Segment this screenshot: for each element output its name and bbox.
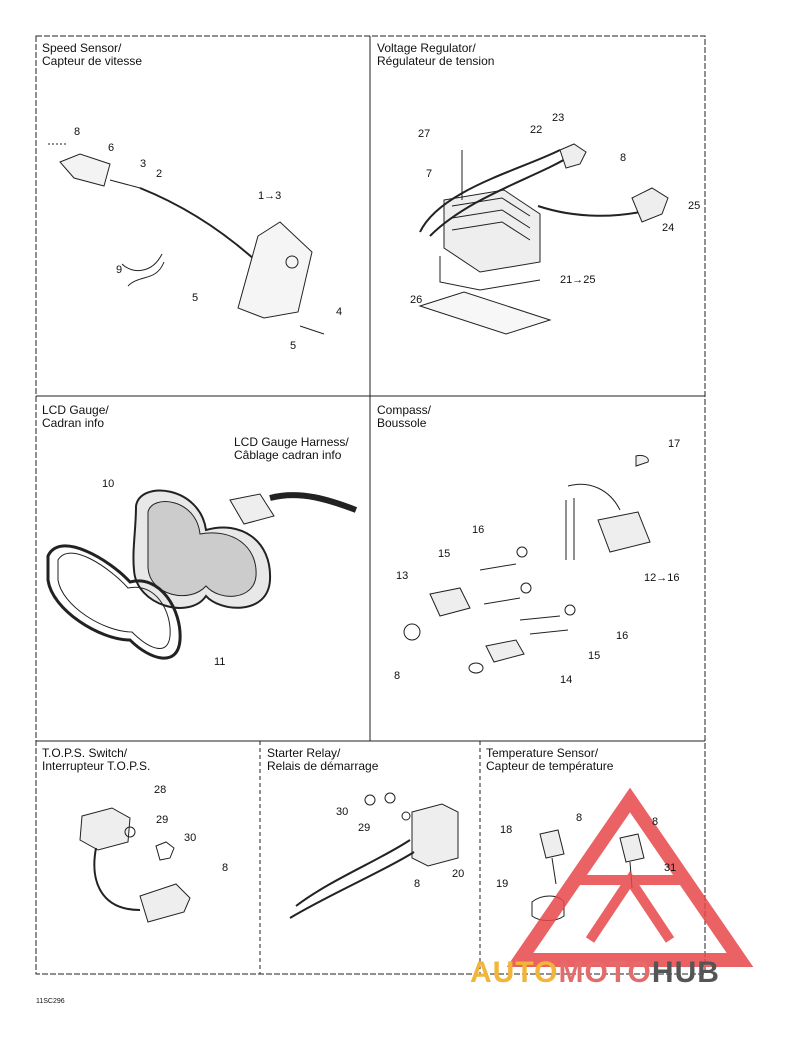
callout-30a: 30 (184, 832, 197, 844)
callout-21-25: 21→25 (560, 274, 596, 286)
watermark-part-hub: HUB (651, 956, 720, 989)
callout-6: 6 (108, 142, 115, 154)
callout-23: 23 (552, 112, 565, 124)
callout-16a: 16 (472, 524, 485, 536)
panel-title-voltage-regulator: Voltage Regulator/ Régulateur de tension (377, 42, 494, 68)
callout-8d: 8 (222, 862, 229, 874)
watermark-part-moto: MOTO (558, 956, 652, 989)
callout-22: 22 (530, 124, 543, 136)
watermark-text: AUTOMOTOHUB (470, 958, 720, 988)
callout-12-16: 12→16 (644, 572, 680, 584)
callout-16b: 16 (616, 630, 629, 642)
callout-8b: 8 (620, 152, 627, 164)
callout-8: 8 (74, 126, 81, 138)
callout-29a: 29 (156, 814, 169, 826)
callout-17: 17 (668, 438, 681, 450)
title-fr: Interrupteur T.O.P.S. (42, 759, 151, 773)
panel-title-lcd-gauge: LCD Gauge/ Cadran info (42, 404, 109, 430)
harness-label-fr: Câblage cadran info (234, 448, 342, 462)
callout-15b: 15 (588, 650, 601, 662)
callout-5b: 5 (290, 340, 297, 352)
callout-13: 13 (396, 570, 409, 582)
harness-label: LCD Gauge Harness/ Câblage cadran info (234, 436, 349, 462)
title-en: T.O.P.S. Switch/ (42, 746, 128, 760)
callout-9: 9 (116, 264, 123, 276)
callout-30b: 30 (336, 806, 349, 818)
title-en: LCD Gauge/ (42, 403, 109, 417)
callout-14: 14 (560, 674, 573, 686)
diagram-frame (35, 35, 706, 975)
callout-8f: 8 (576, 812, 583, 824)
callout-8g: 8 (652, 816, 659, 828)
panel-title-tops-switch: T.O.P.S. Switch/ Interrupteur T.O.P.S. (42, 747, 150, 773)
temperature-sensor-drawing (531, 829, 645, 921)
panel-title-temperature-sensor: Temperature Sensor/ Capteur de températu… (486, 747, 613, 773)
tops-switch-drawing (79, 807, 191, 923)
voltage-regulator-drawing (418, 143, 669, 335)
callout-8e: 8 (414, 878, 421, 890)
title-en: Voltage Regulator/ (377, 41, 476, 55)
panel-title-compass: Compass/ Boussole (377, 404, 431, 430)
title-en: Speed Sensor/ (42, 41, 122, 55)
panel-title-speed-sensor: Speed Sensor/ Capteur de vitesse (42, 42, 142, 68)
callout-3: 3 (140, 158, 147, 170)
callout-2: 2 (156, 168, 163, 180)
callout-29b: 29 (358, 822, 371, 834)
callout-4: 4 (336, 306, 343, 318)
callout-24: 24 (662, 222, 675, 234)
callout-11: 11 (214, 656, 226, 668)
title-fr: Boussole (377, 416, 427, 430)
callout-5: 5 (192, 292, 199, 304)
callout-10: 10 (102, 478, 115, 490)
title-en: Starter Relay/ (267, 746, 341, 760)
title-en: Temperature Sensor/ (486, 746, 599, 760)
callout-31: 31 (664, 862, 677, 874)
title-en: Compass/ (377, 403, 432, 417)
callout-27: 27 (418, 128, 431, 140)
title-fr: Cadran info (42, 416, 105, 430)
speed-sensor-drawing (48, 143, 325, 335)
callout-26: 26 (410, 294, 423, 306)
callout-20: 20 (452, 868, 465, 880)
lcd-gauge-drawing (46, 489, 358, 660)
title-fr: Relais de démarrage (267, 759, 379, 773)
callout-18: 18 (500, 824, 513, 836)
callout-19: 19 (496, 878, 509, 890)
harness-label-en: LCD Gauge Harness/ (234, 435, 349, 449)
title-fr: Régulateur de tension (377, 54, 495, 68)
watermark-part-auto: AUTO (470, 956, 559, 989)
callout-15a: 15 (438, 548, 451, 560)
title-fr: Capteur de vitesse (42, 54, 143, 68)
starter-relay-drawing (289, 792, 459, 919)
title-fr: Capteur de température (486, 759, 614, 773)
compass-drawing (403, 455, 651, 674)
callout-7: 7 (426, 168, 433, 180)
figure-code: 11SC296 (36, 998, 65, 1005)
callout-8c: 8 (394, 670, 401, 682)
callout-28: 28 (154, 784, 167, 796)
watermark-logo (506, 787, 754, 967)
callout-1-3: 1→3 (258, 190, 282, 202)
panel-title-starter-relay: Starter Relay/ Relais de démarrage (267, 747, 378, 773)
callout-25: 25 (688, 200, 701, 212)
